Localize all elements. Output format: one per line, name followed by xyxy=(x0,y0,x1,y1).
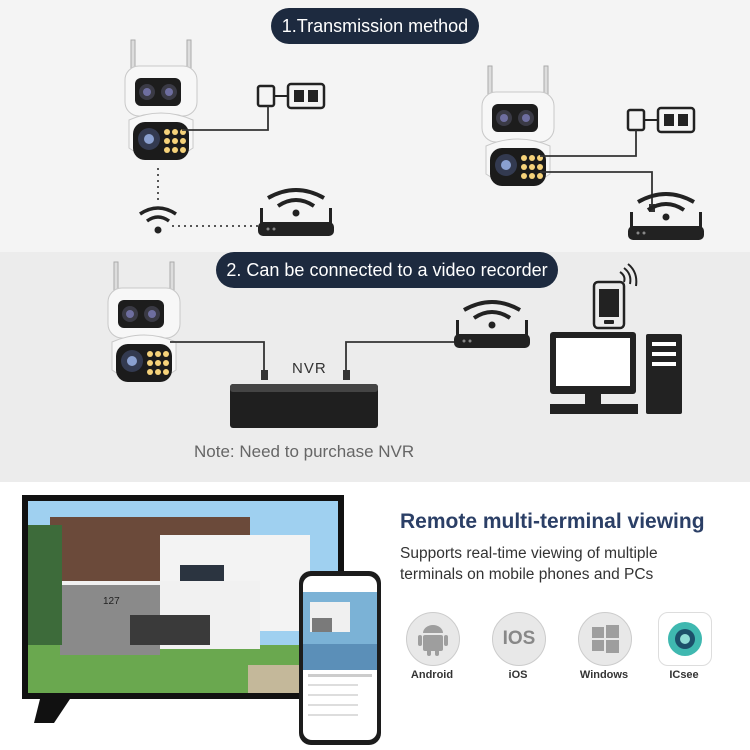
house-number: 127 xyxy=(103,596,120,607)
phone-app-screen xyxy=(299,571,381,745)
platform-label-windows: Windows xyxy=(579,669,629,681)
nvr-device xyxy=(230,384,378,428)
transmission-title: 1.Transmission method xyxy=(271,8,479,44)
tv-monitor xyxy=(22,495,344,723)
remote-viewing-description-line1: Supports real-time viewing of multiple xyxy=(400,545,658,562)
wifi-icon xyxy=(139,206,177,234)
router-nvr xyxy=(452,300,532,350)
platform-label-icsee: ICsee xyxy=(669,669,699,681)
signal-icon xyxy=(619,263,638,287)
camera-wired xyxy=(481,65,555,187)
android-icon xyxy=(406,612,460,666)
power-adapter-right xyxy=(626,106,696,134)
connection-diagram xyxy=(107,39,706,428)
camera-nvr xyxy=(107,261,181,383)
smartphone-icon xyxy=(592,280,626,330)
windows-icon xyxy=(578,612,632,666)
remote-viewing-heading: Remote multi-terminal viewing xyxy=(400,510,705,533)
nvr-label: NVR xyxy=(292,360,327,377)
power-adapter-left xyxy=(256,82,326,110)
platform-label-android: Android xyxy=(410,669,454,681)
icsee-app-icon xyxy=(658,612,712,666)
computer-icon xyxy=(550,332,682,414)
remote-viewing-description-line2: terminals on mobile phones and PCs xyxy=(400,566,654,583)
router-wireless xyxy=(256,188,336,238)
house-scene xyxy=(28,501,338,693)
ios-icon: IOS xyxy=(492,612,546,666)
nvr-title: 2. Can be connected to a video recorder xyxy=(216,252,558,288)
nvr-note: Note: Need to purchase NVR xyxy=(194,442,415,461)
platform-label-ios: iOS xyxy=(508,669,528,681)
camera-wireless xyxy=(124,39,198,161)
router-wired xyxy=(626,192,706,242)
